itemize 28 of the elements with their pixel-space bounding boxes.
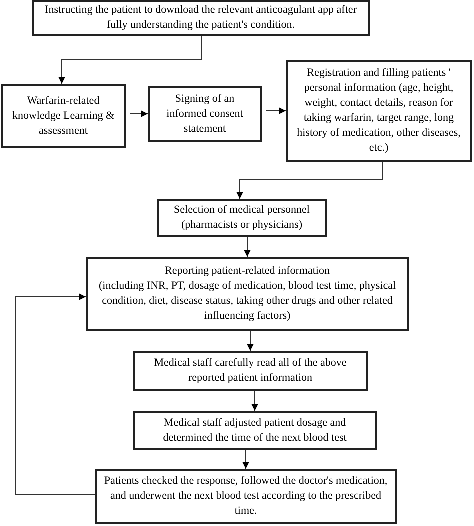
step-text: Selection of medical personnel (pharmacists or physicians) bbox=[173, 203, 311, 233]
arrow bbox=[247, 330, 254, 352]
step-text: Patients checked the response, followed the doctor's medication, and underwent the next blood test according to the prescribed time. bbox=[103, 474, 389, 519]
process-box bbox=[148, 86, 262, 142]
step-text: Medical staff adjusted patient dosage and determined the time of the next blood test bbox=[162, 416, 348, 446]
step-text: Signing of an informed consent statement bbox=[166, 92, 244, 136]
arrow bbox=[244, 236, 251, 258]
step-text: Warfarin-related knowledge Learning & assessment bbox=[11, 94, 116, 138]
process-box bbox=[133, 411, 377, 450]
step-text: Registration and filling patients ' personal information (age, height, weight, contact details, reason for taking warfarin, target range, long history of medication, other diseases, etc.) bbox=[296, 66, 462, 156]
process-box bbox=[86, 257, 409, 331]
arrow bbox=[266, 108, 286, 114]
arrow bbox=[16, 294, 96, 496]
process-box bbox=[157, 199, 327, 237]
arrow bbox=[242, 450, 250, 470]
arrow bbox=[130, 110, 148, 118]
process-box bbox=[133, 351, 368, 391]
process-box bbox=[1, 84, 126, 148]
step-text: (including INR, PT, dosage of medication, blood test time, physical condition, diet, disease status, taking other drugs and other related influencing factors) bbox=[98, 279, 398, 324]
process-box bbox=[32, 0, 370, 36]
step-text: Reporting patient-related information bbox=[165, 264, 330, 279]
process-box bbox=[95, 469, 397, 524]
arrow bbox=[58, 36, 202, 84]
arrow bbox=[236, 162, 384, 200]
step-text: Medical staff carefully read all of the above reported patient information bbox=[153, 356, 348, 386]
arrow bbox=[252, 390, 258, 412]
step-text: Instructing the patient to download the relevant anticoagulant app after fully understanding the patient's condition. bbox=[44, 3, 358, 33]
process-box bbox=[286, 60, 472, 162]
